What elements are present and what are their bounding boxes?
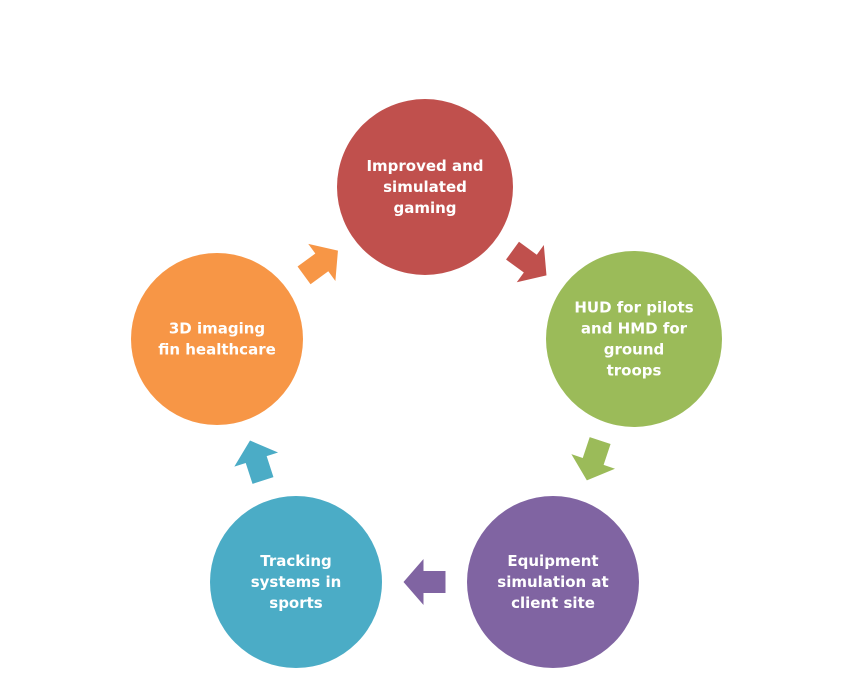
arrow-gaming-to-hud-icon <box>506 241 547 283</box>
node-label-line: systems in <box>251 573 342 591</box>
node-circle <box>337 99 513 275</box>
node-label-line: simulated <box>383 178 467 196</box>
node-circle <box>467 496 639 668</box>
node-label-line: fin healthcare <box>158 341 276 359</box>
node-label-line: 3D imaging <box>169 320 265 338</box>
node-label-line: client site <box>511 594 595 612</box>
node-imaging: 3D imaging fin healthcare <box>131 253 303 425</box>
node-equipment: Equipment simulation at client site <box>467 496 639 668</box>
node-hud: HUD for pilots and HMD for ground troops <box>546 251 722 427</box>
node-label-line: troops <box>607 362 662 380</box>
node-circle <box>546 251 722 427</box>
node-label-line: gaming <box>393 199 456 217</box>
arrow-tracking-to-imaging-icon <box>234 440 279 484</box>
node-tracking: Tracking systems in sports <box>210 496 382 668</box>
arrow-imaging-to-gaming-icon <box>297 243 338 285</box>
node-label-line: and HMD for <box>581 320 688 338</box>
node-label-line: Improved and <box>366 157 483 175</box>
node-circle <box>131 253 303 425</box>
node-label-line: simulation at <box>497 573 608 591</box>
node-circle <box>210 496 382 668</box>
node-label-line: Equipment <box>507 552 598 570</box>
arrow-hud-to-equipment-icon <box>571 437 616 481</box>
node-label-line: HUD for pilots <box>574 299 693 317</box>
node-label-line: Tracking <box>260 552 332 570</box>
node-label-line: sports <box>269 594 323 612</box>
node-label-line: ground <box>604 341 665 359</box>
arrows-layer <box>234 241 616 605</box>
arrow-equipment-to-tracking-icon <box>403 559 446 605</box>
node-gaming: Improved and simulated gaming <box>337 99 513 275</box>
